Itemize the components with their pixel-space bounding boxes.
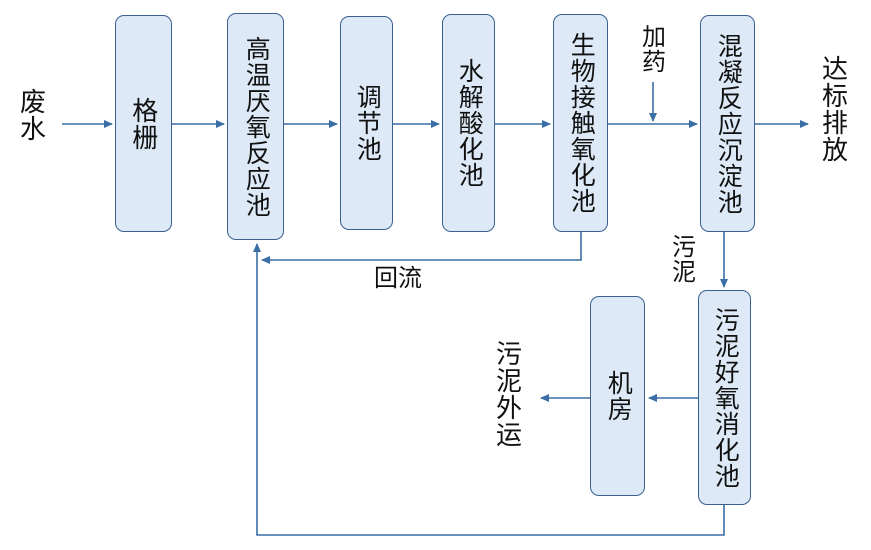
- edge-digest-return-anaerobic: [253, 243, 725, 536]
- label-influent: 废水: [16, 88, 47, 142]
- node-sludge-aerobic-digestion-tank[interactable]: 污泥好氧消化池: [698, 290, 751, 505]
- label-effluent-discharge: 达标排放: [818, 55, 849, 163]
- node-hydrolysis-acidification-tank[interactable]: 水解酸化池: [442, 14, 495, 232]
- label-sludge: 污泥: [667, 234, 695, 284]
- label-return-flow: 回流: [374, 265, 422, 292]
- node-biological-contact-oxidation-tank[interactable]: 生物接触氧化池: [553, 14, 608, 232]
- node-grid[interactable]: 格栅: [115, 15, 172, 232]
- node-equalization-tank[interactable]: 调节池: [340, 16, 393, 230]
- node-anaerobic-label: 高温厌氧反应池: [242, 35, 271, 218]
- label-dosing: 加药: [637, 24, 665, 74]
- node-coagulation-label: 混凝反应沉淀池: [714, 32, 743, 215]
- node-hydrolysis-label: 水解酸化池: [455, 58, 484, 188]
- node-sludge-digest-label: 污泥好氧消化池: [711, 306, 740, 489]
- label-sludge-haulage: 污泥外运: [492, 340, 523, 448]
- node-equalization-label: 调节池: [353, 84, 382, 162]
- node-high-temp-anaerobic-reactor[interactable]: 高温厌氧反应池: [227, 13, 284, 240]
- node-machine-room-label: 机房: [604, 370, 633, 422]
- node-biocontact-label: 生物接触氧化池: [567, 32, 596, 214]
- node-grid-label: 格栅: [128, 96, 159, 151]
- edge-biocontact-return-anaerobic: [261, 232, 582, 264]
- node-machine-room[interactable]: 机房: [590, 296, 645, 496]
- node-coagulation-sedimentation-tank[interactable]: 混凝反应沉淀池: [700, 15, 755, 232]
